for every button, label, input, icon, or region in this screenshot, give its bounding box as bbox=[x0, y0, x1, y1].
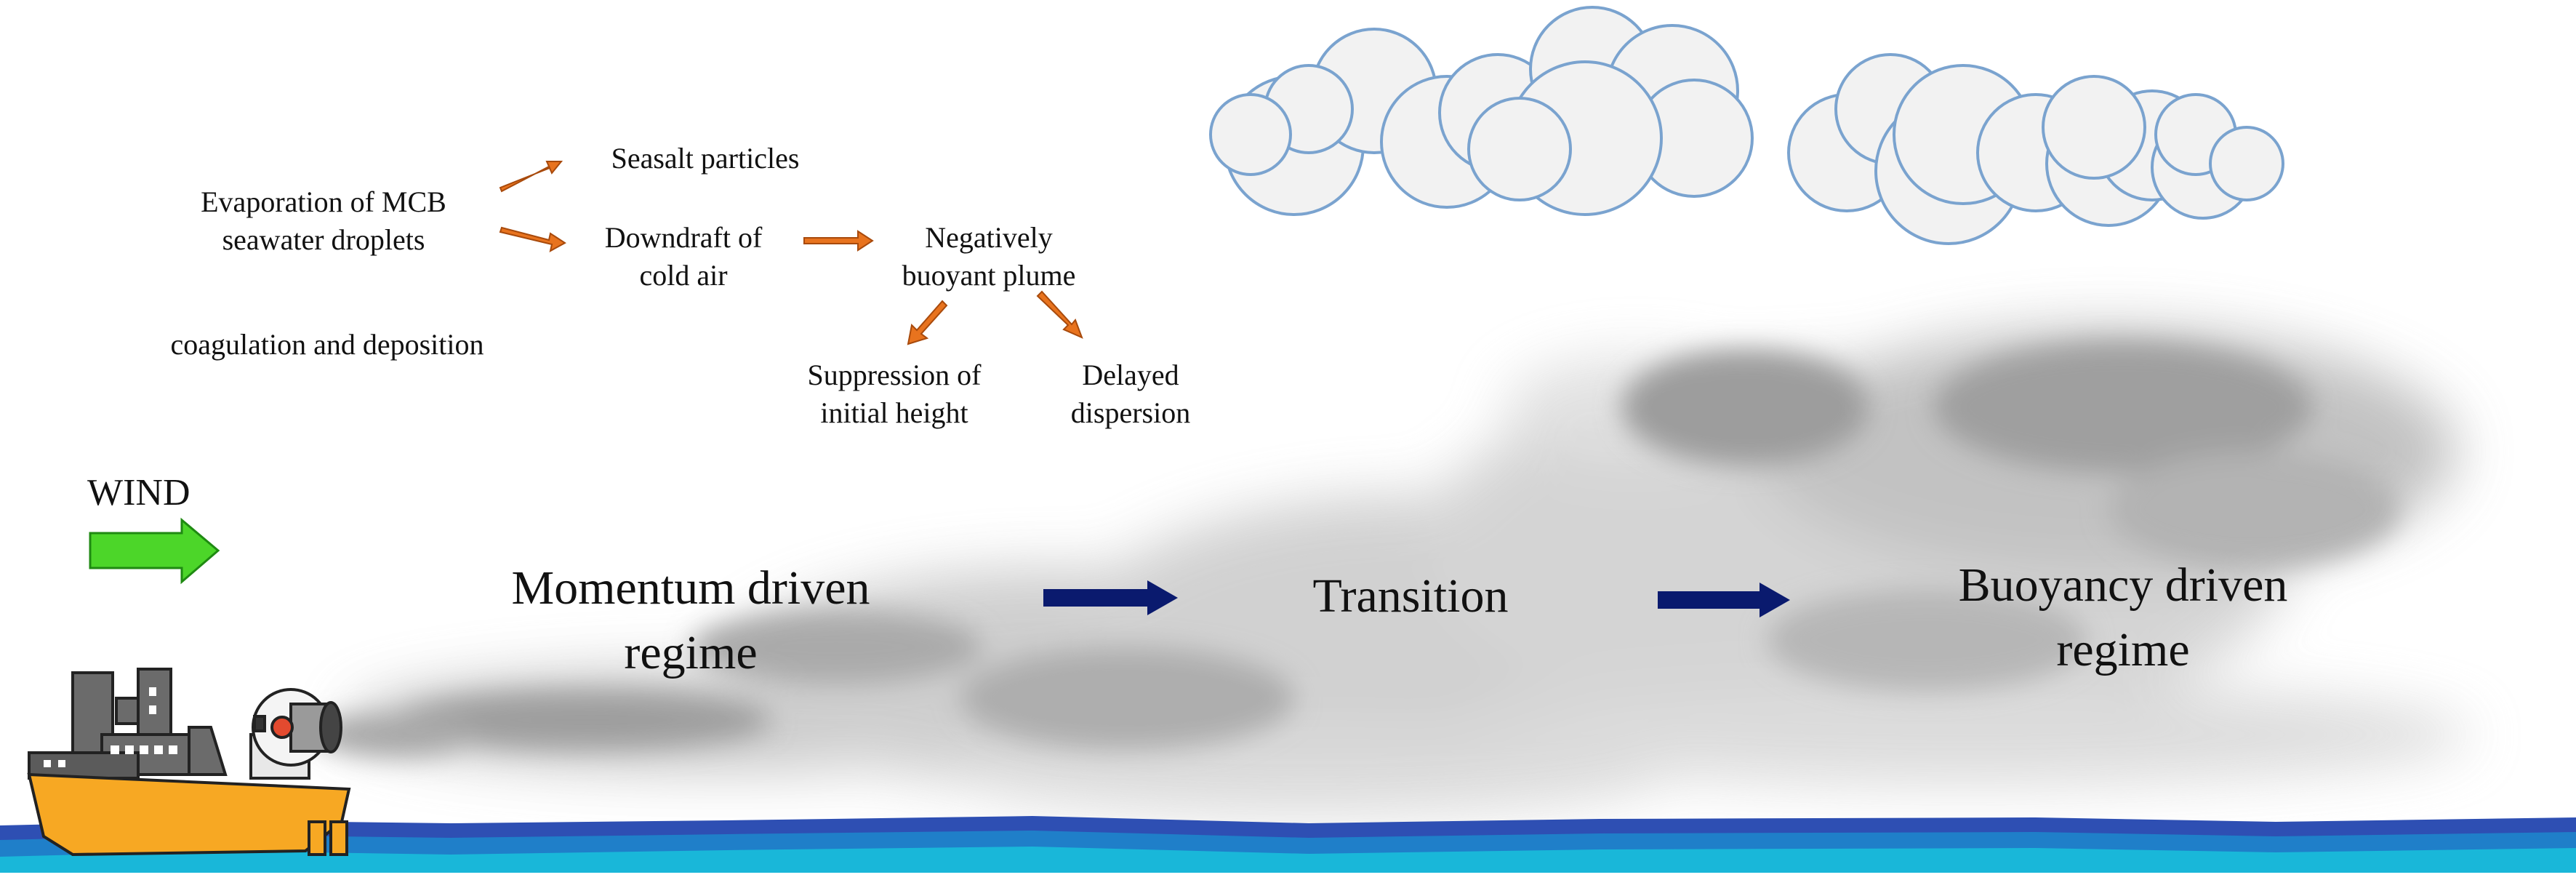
label-transition: Transition bbox=[1312, 569, 1509, 623]
arrow-evaporation-to-downdraft bbox=[499, 226, 566, 252]
arrow-transition-to-buoyancy bbox=[1658, 583, 1790, 617]
flow-arrows bbox=[499, 161, 1083, 345]
ship-icon bbox=[27, 668, 351, 857]
label-negative-plume: Negatively buoyant plume bbox=[902, 221, 1076, 292]
mist-cannon-icon bbox=[249, 688, 342, 780]
wind-arrow-icon bbox=[89, 517, 220, 585]
label-evaporation: Evaporation of MCB seawater droplets bbox=[201, 185, 446, 256]
arrow-downdraft-to-plume bbox=[803, 230, 874, 252]
label-suppression: Suppression of initial height bbox=[807, 359, 982, 429]
label-buoyancy-regime: Buoyancy driven regime bbox=[1958, 559, 2288, 677]
label-seasalt: Seasalt particles bbox=[611, 142, 800, 175]
label-wind: WIND bbox=[87, 472, 190, 513]
label-momentum-regime: Momentum driven regime bbox=[511, 561, 870, 680]
cloud-icon bbox=[1438, 6, 1754, 216]
arrow-momentum-to-transition bbox=[1043, 580, 1178, 615]
arrow-plume-to-suppression bbox=[907, 300, 948, 345]
arrow-plume-to-delayed bbox=[1036, 290, 1083, 339]
label-delayed: Delayed dispersion bbox=[1070, 359, 1191, 429]
label-coagulation: coagulation and deposition bbox=[170, 328, 484, 361]
wave-icon bbox=[0, 816, 2576, 888]
cloud-icon bbox=[1787, 53, 2284, 245]
smoke-plume-icon bbox=[313, 327, 2472, 815]
arrow-evaporation-to-seasalt bbox=[499, 161, 563, 193]
label-downdraft: Downdraft of cold air bbox=[604, 221, 763, 292]
